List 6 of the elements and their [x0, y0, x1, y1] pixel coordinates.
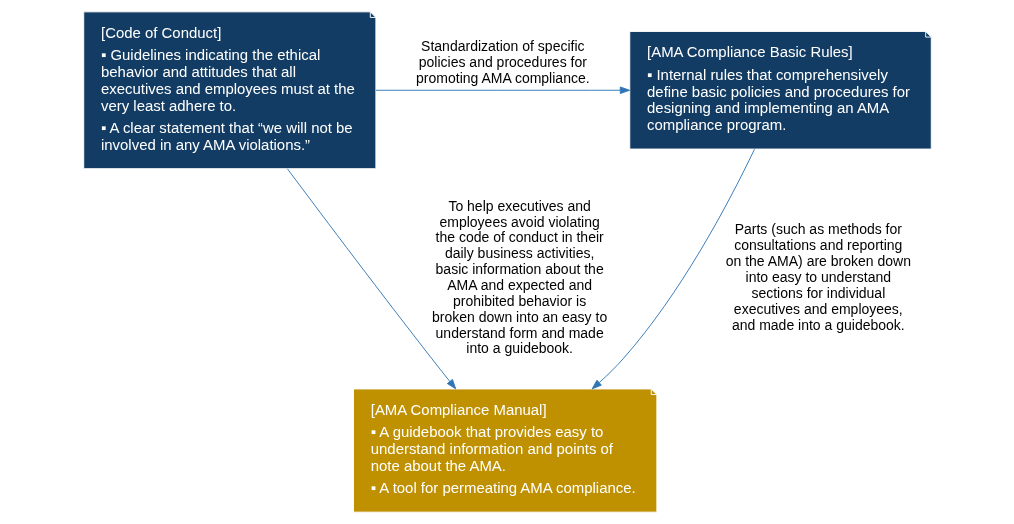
- arrow: [591, 148, 755, 390]
- arrow: [375, 86, 630, 94]
- arrow: [286, 168, 456, 390]
- edge-label: Standardization of specific policies and procedures for promoting AMA compliance.: [415, 38, 590, 86]
- edge-label: Parts (such as methods for consultations and reporting on the AMA) are broken down into easy to understand sections for individual executives and employees, and made into a guidebook.: [725, 221, 911, 333]
- edge-label: To help executives and employees avoid violating the code of conduct in their daily business activities, basic information about the AMA and expected and prohibited behavior is broken down into an easy to understand form and made into a guidebook.: [431, 197, 607, 357]
